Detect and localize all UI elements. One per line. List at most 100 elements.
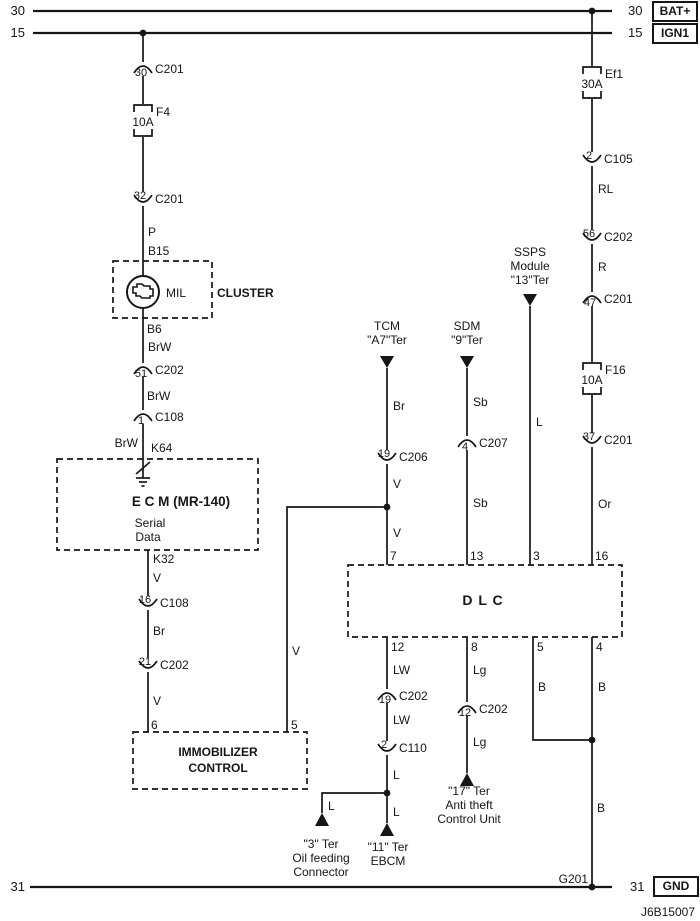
connector-icon-c206-19 [377, 452, 397, 461]
connector-icon-c108-16 [138, 598, 158, 607]
connector-pin-C202-19: 19 [378, 694, 392, 706]
immobilizer-box [132, 731, 308, 790]
connector-icon-c202-12 [457, 705, 477, 714]
mil-lamp-icon [126, 275, 160, 309]
wire-brw-3: BrW [114, 436, 138, 450]
wire-lw-1: LW [393, 663, 411, 677]
wire-r: R [598, 260, 607, 274]
connector-label-C201-32: C201 [155, 192, 184, 206]
connector-icon-c201-30 [133, 65, 153, 74]
wire-rl: RL [598, 182, 614, 196]
connector-label-C207-4: C207 [479, 436, 508, 450]
dlc-pin-3: 3 [533, 549, 540, 563]
arrow-ebcm-icon [380, 823, 394, 836]
connector-label-C201-37: C201 [604, 433, 633, 447]
ecm-title: E C M (MR-140) [131, 494, 231, 509]
diagram-code: J6B15007 [640, 905, 695, 919]
wire-l-3: L [393, 805, 400, 819]
connector-pin-C108-16: 16 [138, 594, 152, 606]
connector-pin-C202-51: 51 [134, 368, 148, 380]
connector-pin-C201-32: 32 [133, 190, 147, 202]
wire-v-5: V [393, 526, 402, 540]
connector-pin-C108-1: 1 [137, 415, 145, 427]
connector-label-C201-47: C201 [604, 292, 633, 306]
connector-label-C105-2: C105 [604, 152, 633, 166]
terminal-antitheft-line-2: Control Unit [437, 812, 501, 826]
arrow-oil-feed-icon [315, 813, 329, 826]
arrow-tcm-icon [380, 356, 394, 368]
terminal-antitheft-line-0: "17" Ter [448, 784, 490, 798]
wire-sb-1: Sb [473, 395, 488, 409]
connector-label-C202-56: C202 [604, 230, 633, 244]
dlc-pin-7: 7 [390, 549, 397, 563]
terminal-arrows [315, 294, 537, 836]
engine-icon [132, 283, 154, 299]
connector-icon-c207-4 [457, 439, 477, 448]
ecm-note-serial: Serial [134, 516, 166, 530]
connector-pin-C201-47: 47 [583, 297, 597, 309]
rail-30-left-label: 30 [10, 3, 25, 18]
module-boxes [56, 260, 623, 790]
fuse-name-Ef1: Ef1 [605, 67, 624, 81]
terminal-tcm-line-1: "A7"Ter [367, 333, 407, 347]
terminal-sdm-line-1: "9"Ter [451, 333, 483, 347]
pin-k32: K32 [153, 552, 175, 566]
wire-l-4: L [328, 799, 335, 813]
connector-pin-C202-56: 56 [582, 228, 596, 240]
arrow-sdm-icon [460, 356, 474, 368]
connector-icon-c105-2 [582, 154, 602, 163]
connector-pin-C202-12: 12 [458, 707, 472, 719]
ecm-ground-icon [135, 461, 151, 487]
wire-v-1: V [153, 571, 162, 585]
terminal-oil-feed-line-1: Oil feeding [292, 851, 350, 865]
wire-br-1: Br [153, 624, 165, 638]
cluster-title: CLUSTER [217, 286, 274, 300]
immobilizer-title-line2: CONTROL [188, 761, 248, 775]
wire-lg-1: Lg [473, 663, 487, 677]
ground-point-label: G201 [558, 872, 588, 886]
dlc-pin-4: 4 [596, 640, 603, 654]
wire-b-3: B [597, 801, 606, 815]
wire-v-2: V [153, 694, 162, 708]
connector-pin-C202-21: 21 [138, 656, 152, 668]
wire-brw-2: BrW [147, 389, 171, 403]
pin-k64: K64 [151, 441, 173, 455]
fuse-ef1-icon [582, 66, 602, 99]
power-rails [30, 9, 612, 889]
wire-sb-2: Sb [473, 496, 488, 510]
fuse-rating-F4: 10A [132, 115, 154, 129]
wire-br-2: Br [393, 399, 405, 413]
fuse-symbols [133, 66, 602, 395]
connector-label-C110-2: C110 [399, 741, 427, 755]
dlc-pin-16: 16 [595, 549, 609, 563]
dlc-box [347, 564, 623, 638]
dlc-pin-13: 13 [470, 549, 484, 563]
terminal-tcm-line-0: TCM [374, 319, 400, 333]
connector-label-C202-51: C202 [155, 363, 184, 377]
terminal-ssps-line-1: Module [510, 259, 550, 273]
connector-icon-c202-51 [133, 366, 153, 375]
connector-icon-c202-21 [138, 660, 158, 669]
immob-pin-6: 6 [151, 718, 158, 732]
connector-label-C202-12: C202 [479, 702, 508, 716]
rail-31-right-label: 31 [630, 879, 645, 894]
dlc-pin-8: 8 [471, 640, 478, 654]
immobilizer-title-line1: IMMOBILIZER [178, 745, 258, 759]
terminal-sdm-line-0: SDM [453, 319, 481, 333]
gnd-terminal-box: GND [653, 876, 699, 897]
ecm-note-data: Data [135, 530, 161, 544]
wire-b-1: B [538, 680, 547, 694]
wire-or: Or [598, 497, 612, 511]
fuse-name-F16: F16 [605, 363, 626, 377]
wire-b-2: B [598, 680, 607, 694]
terminal-ssps-line-2: "13"Ter [510, 273, 550, 287]
cluster-box [112, 260, 213, 319]
wire-l-1: L [536, 415, 543, 429]
mil-label: MIL [166, 286, 187, 300]
connector-icon-c202-19 [377, 692, 397, 701]
connector-symbols [133, 65, 602, 752]
fuse-f4-icon [133, 104, 153, 137]
connector-pin-C207-4: 4 [461, 441, 469, 453]
